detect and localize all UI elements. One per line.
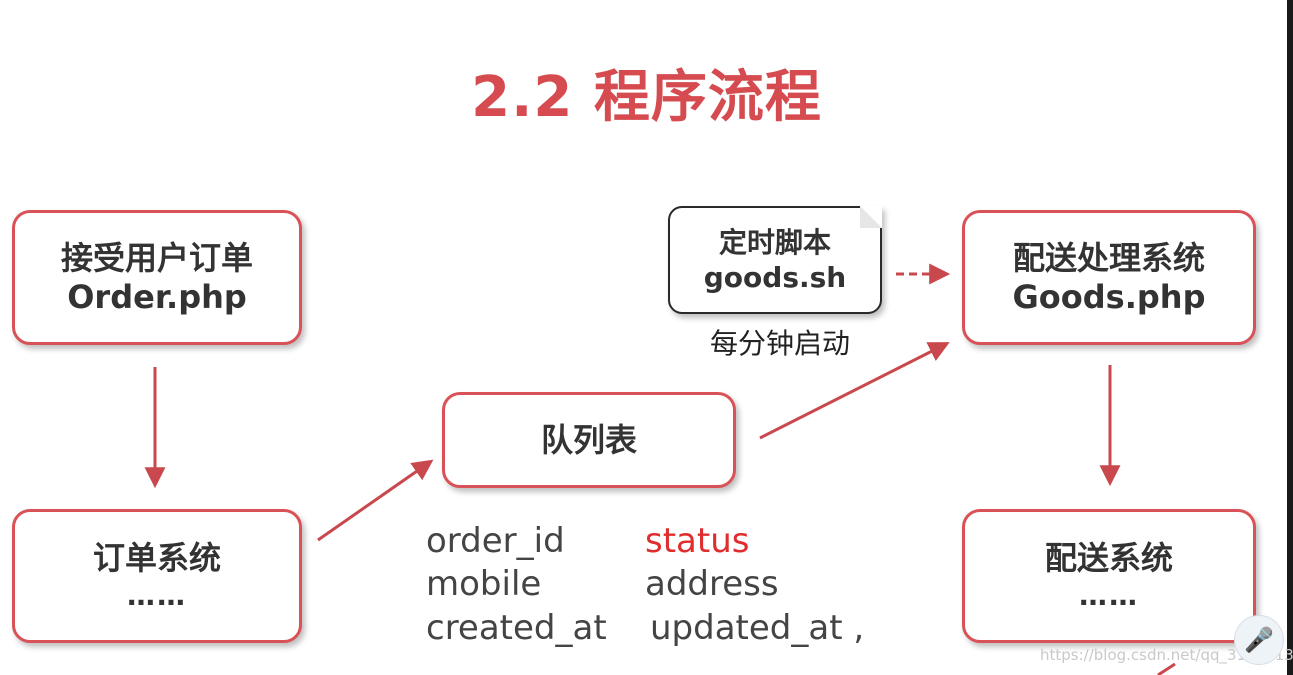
page-title: 2.2 程序流程: [471, 65, 822, 130]
field-mobile: mobile: [426, 564, 542, 604]
field-order-id: order_id: [426, 521, 565, 561]
microphone-icon[interactable]: 🎤: [1234, 615, 1284, 665]
timer-script-card: 定时脚本 goods.sh: [668, 206, 882, 314]
goods-system-label: 配送处理系统: [1012, 239, 1205, 278]
folded-corner-icon: [860, 206, 882, 228]
window-edge: [1287, 0, 1293, 675]
order-receive-label: 接受用户订单: [60, 239, 253, 278]
delivery-system-box: 配送系统 ……: [962, 509, 1256, 643]
goods-system-file: Goods.php: [1012, 277, 1206, 316]
arrow-ordersystem-to-queue: [317, 459, 434, 542]
order-system-ellipsis: ……: [127, 579, 187, 613]
order-receive-box: 接受用户订单 Order.php: [12, 210, 302, 345]
order-system-box: 订单系统 ……: [12, 509, 302, 643]
delivery-system-label: 配送系统: [1044, 539, 1173, 577]
arrow-queue-to-goods: [759, 342, 950, 440]
goods-system-box: 配送处理系统 Goods.php: [962, 210, 1256, 345]
order-receive-file: Order.php: [67, 277, 247, 316]
field-updated-at: updated_at ,: [650, 608, 865, 648]
watermark-text: https://blog.csdn.net/qq_31164135: [1040, 646, 1293, 664]
queue-table-box: 队列表: [442, 392, 736, 488]
timer-script-label: 定时脚本: [718, 226, 831, 259]
delivery-system-ellipsis: ……: [1079, 579, 1139, 613]
field-status: status: [645, 521, 750, 561]
field-address: address: [645, 564, 779, 604]
order-system-label: 订单系统: [92, 539, 221, 577]
timer-script-file: goods.sh: [703, 261, 847, 294]
field-created-at: created_at: [426, 608, 607, 648]
timer-script-note: 每分钟启动: [709, 327, 850, 360]
queue-table-label: 队列表: [540, 420, 637, 459]
arrow-delivery-out: [1157, 662, 1176, 675]
